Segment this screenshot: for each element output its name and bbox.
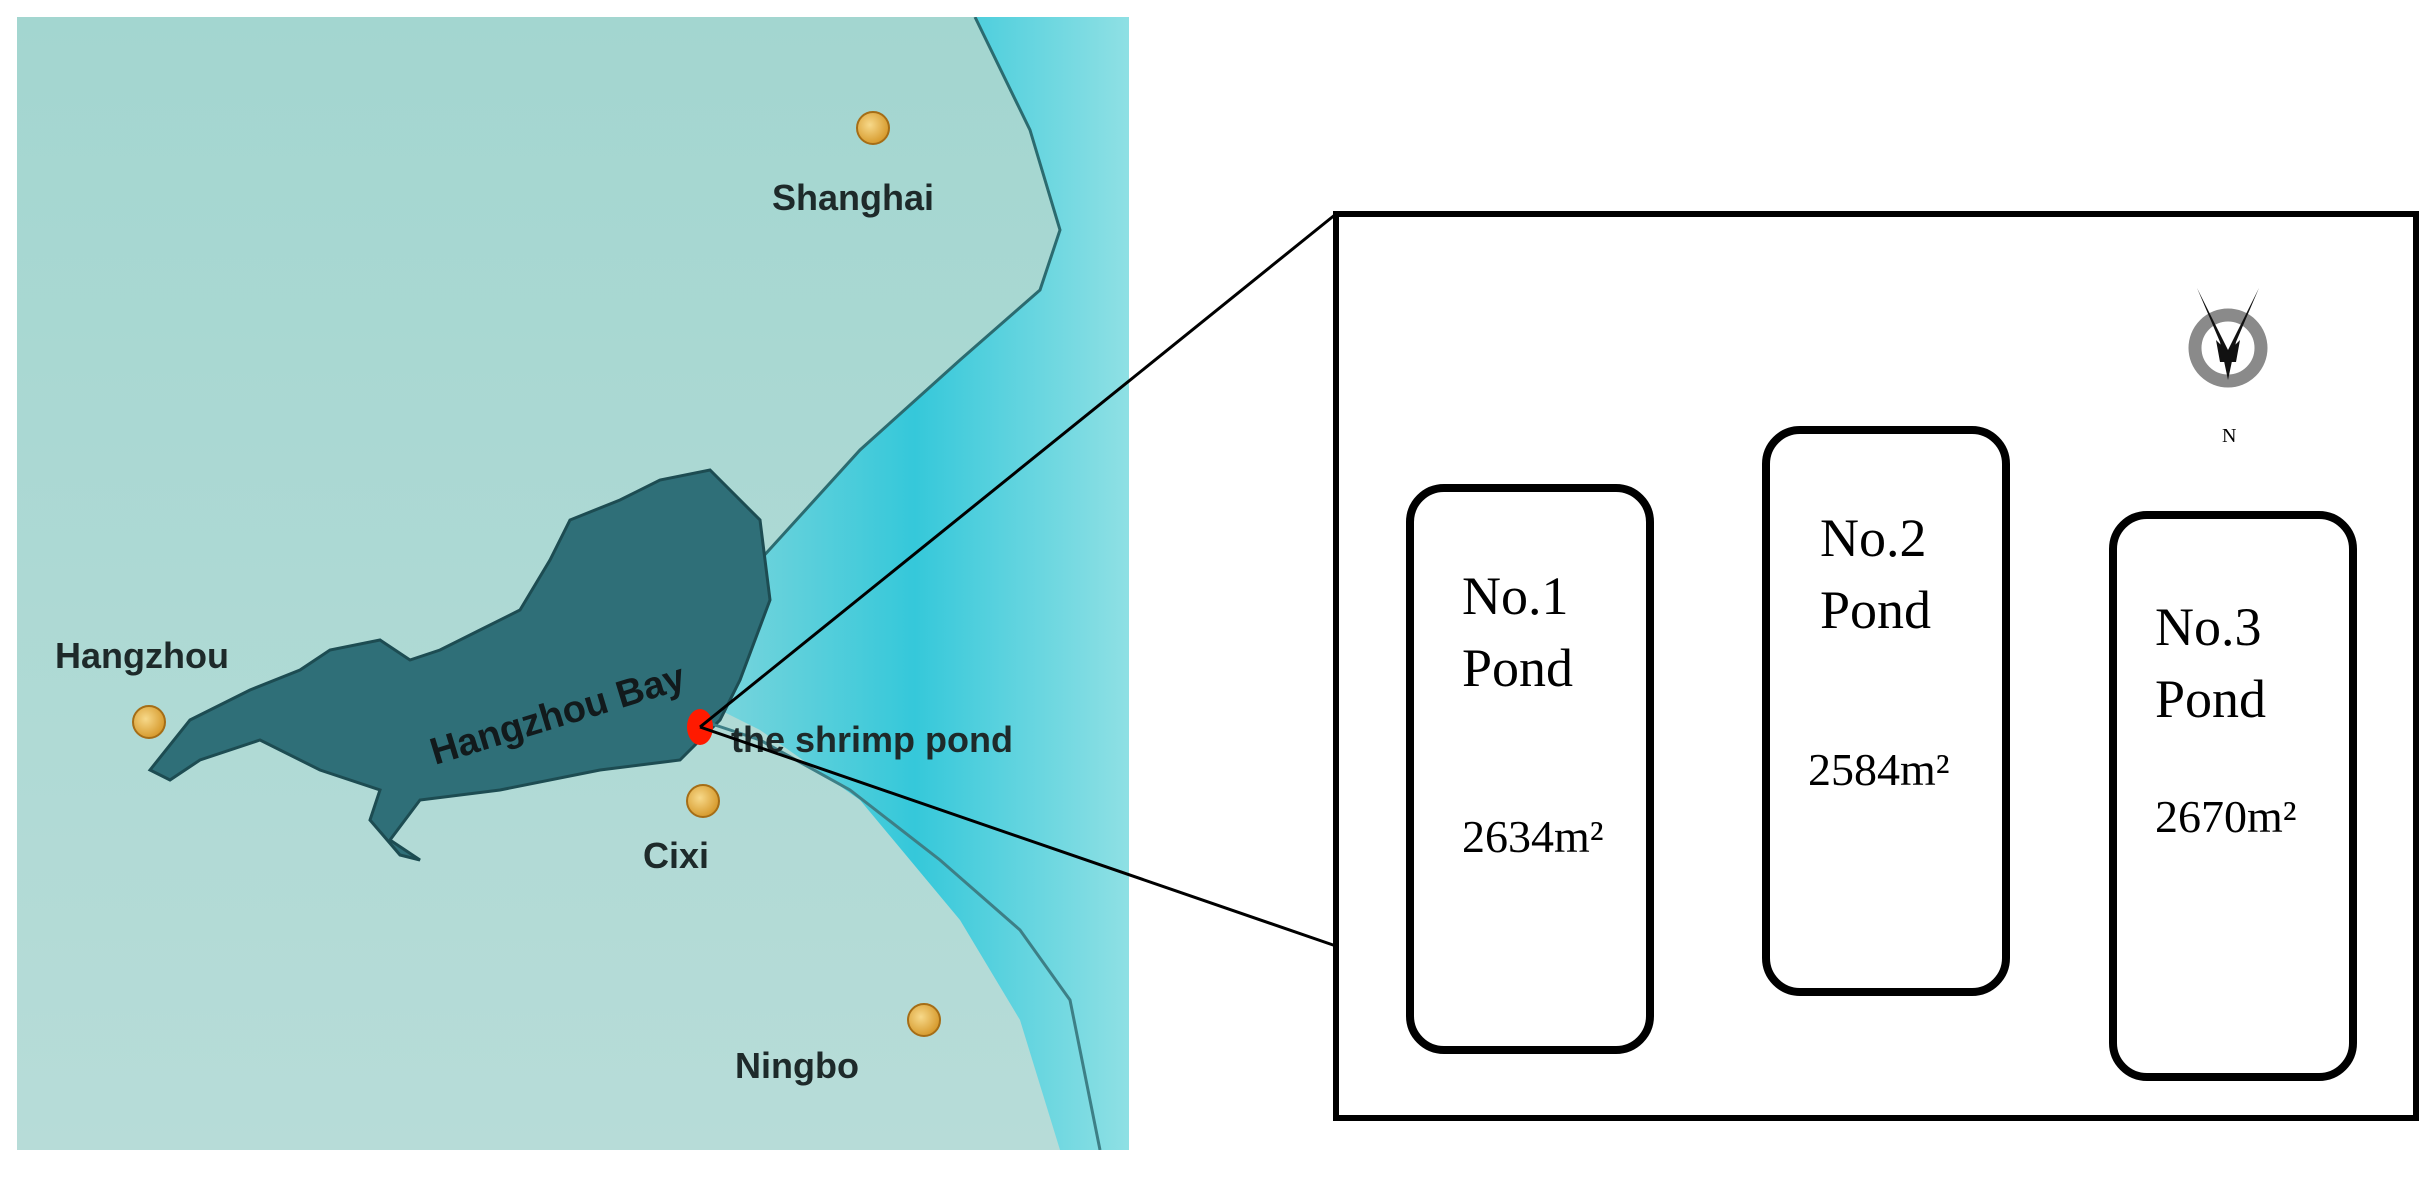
- connector-line-bottom: [699, 725, 1337, 948]
- pond-1-outline: [1406, 484, 1654, 1054]
- city-label-shanghai: Shanghai: [772, 177, 934, 218]
- pond-3-number: No.3: [2155, 597, 2262, 657]
- pond-1: No.1 Pond 2634m²: [1406, 484, 1654, 1054]
- city-label-hangzhou: Hangzhou: [55, 635, 229, 676]
- map-sea: [700, 17, 1129, 1150]
- pond-2-number: No.2: [1820, 508, 1927, 568]
- pond-1-number: No.1: [1462, 566, 1569, 626]
- hangzhou-bay-water: [147, 468, 772, 862]
- south-coast: [699, 718, 1102, 1150]
- pond-2-area: 2584m²: [1808, 744, 1950, 795]
- pond-3-outline: [2109, 511, 2357, 1081]
- pond-2: No.2 Pond 2584m²: [1762, 426, 2010, 996]
- city-marker-shanghai: [856, 111, 890, 145]
- compass-letter: N: [2222, 425, 2236, 447]
- city-label-cixi: Cixi: [643, 835, 709, 876]
- city-marker-hangzhou: [132, 705, 166, 739]
- pond-3-word: Pond: [2155, 669, 2266, 729]
- north-arrow-icon: N: [2188, 288, 2268, 447]
- city-marker-ningbo: [907, 1003, 941, 1037]
- pond-2-word: Pond: [1820, 580, 1931, 640]
- pond-layout-inset: No.1 Pond 2634m² No.2 Pond 2584m² No.3 P…: [1333, 211, 2419, 1121]
- pond-1-area: 2634m²: [1462, 811, 1604, 862]
- city-label-ningbo: Ningbo: [735, 1045, 859, 1086]
- pond-2-outline: [1762, 426, 2010, 996]
- location-map: Shanghai Hangzhou Cixi Ningbo Hangzhou B…: [17, 17, 1129, 1150]
- pond-1-word: Pond: [1462, 638, 1573, 698]
- pond-3-area: 2670m²: [2155, 791, 2297, 842]
- site-label: the shrimp pond: [731, 719, 1013, 760]
- coastline: [698, 17, 1062, 641]
- pond-3: No.3 Pond 2670m²: [2109, 511, 2357, 1081]
- city-marker-cixi: [686, 784, 720, 818]
- connector-line-top: [699, 212, 1337, 729]
